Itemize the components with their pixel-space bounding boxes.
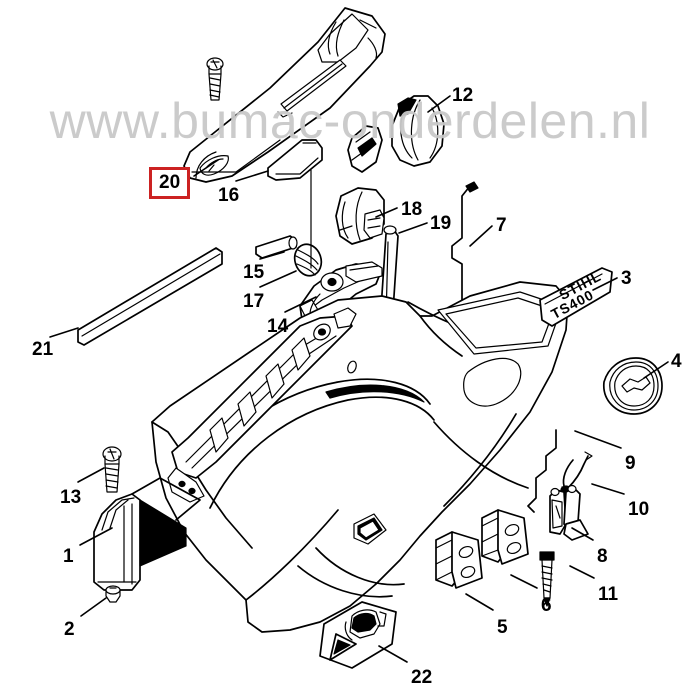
callout-number-16: 16 [218, 185, 240, 206]
part-15-pin [255, 235, 298, 259]
part-3-decal [539, 267, 613, 327]
leader-lines [49, 95, 669, 663]
part-9-wire [527, 429, 557, 513]
callout-number-19: 19 [430, 213, 452, 234]
callout-number-9: 9 [625, 453, 636, 474]
callout-number-22: 22 [411, 667, 433, 688]
callout-number-13: 13 [60, 487, 82, 508]
callout-number-17: 17 [243, 291, 265, 312]
part-12-trigger-cover [391, 95, 445, 167]
callout-number-12: 12 [452, 85, 474, 106]
callout-number-11: 11 [598, 584, 619, 605]
callout-number-3: 3 [621, 268, 632, 289]
callout-number-8: 8 [597, 546, 608, 567]
part-13-screw [102, 446, 122, 493]
callout-number-14: 14 [267, 316, 289, 337]
callout-number-15: 15 [243, 262, 265, 283]
callout-number-5: 5 [497, 617, 508, 638]
part-lever-small [347, 125, 383, 173]
callout-number-4: 4 [671, 351, 682, 372]
main-housing-body [151, 281, 569, 633]
part-4-grommet [603, 357, 663, 415]
part-21-strip [77, 247, 223, 346]
part-1-end-cap [93, 477, 201, 591]
part-10-spring-clip [560, 451, 593, 495]
part-18-latch [335, 187, 385, 245]
part-14-trigger-assembly [299, 261, 383, 323]
part-7-bracket [451, 181, 479, 301]
callout-number-2: 2 [64, 619, 75, 640]
callout-number-1: 1 [63, 546, 74, 567]
part-5-plug [435, 531, 483, 589]
callout-number-10: 10 [628, 499, 650, 520]
part-6-plug [481, 509, 529, 565]
callout-number-21: 21 [32, 339, 54, 360]
callout-number-7: 7 [496, 215, 507, 236]
part-17-coil [293, 243, 323, 277]
callout-number-18: 18 [401, 199, 423, 220]
callout-number-20: 20 [149, 167, 191, 199]
part-2-nut [105, 585, 121, 603]
part-22-warning-label [319, 601, 397, 669]
part-11-screw [539, 551, 555, 607]
part-screw-top [206, 57, 224, 101]
part-16-bumper [267, 139, 323, 181]
part-8-bracket [549, 484, 589, 541]
callout-number-6: 6 [541, 595, 552, 616]
